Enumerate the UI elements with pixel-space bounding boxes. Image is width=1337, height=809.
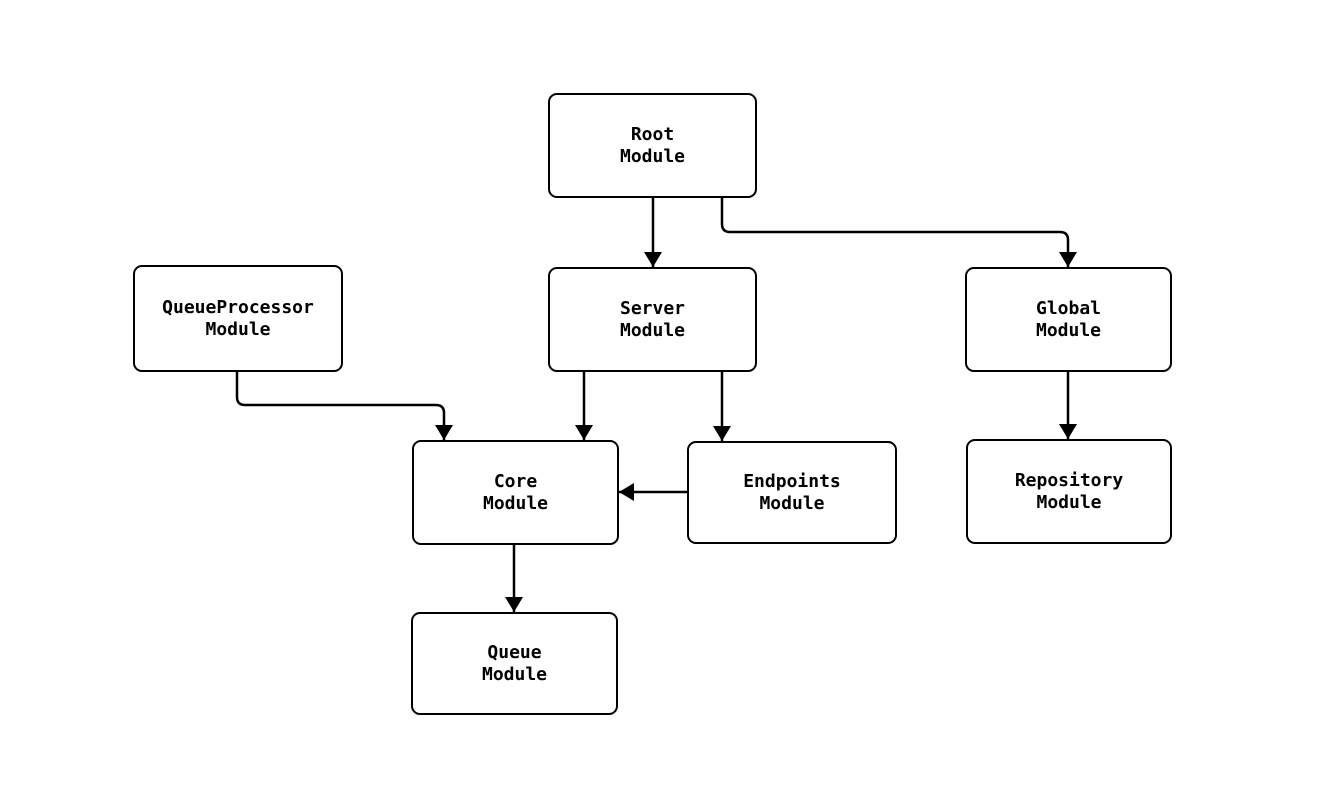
edge-queueprocessor-module-to-core-module (235, 372, 453, 440)
edge-root-module-to-global-module (720, 198, 1077, 267)
